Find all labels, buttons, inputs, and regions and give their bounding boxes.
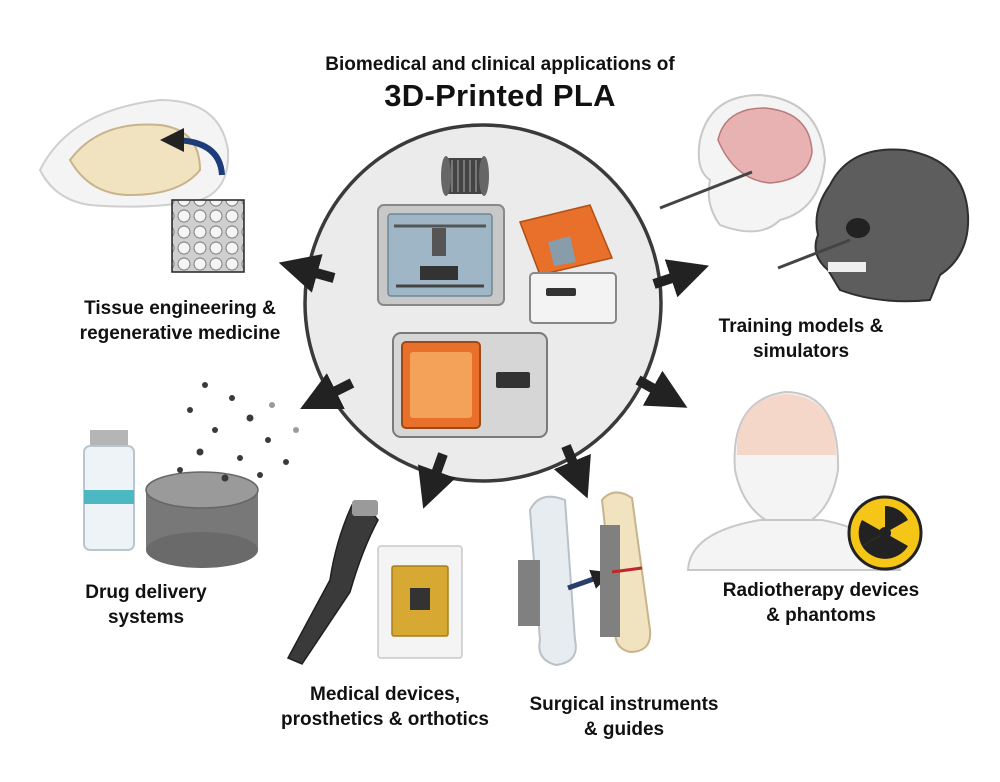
label-training-models: Training models & simulators	[696, 314, 906, 364]
title-line-2: 3D-Printed PLA	[384, 78, 616, 113]
label-line: & guides	[583, 719, 665, 740]
porous-cylinder-icon	[145, 471, 259, 568]
label-line: Training models &	[718, 316, 884, 337]
drug-particles	[177, 382, 299, 482]
label-line: Medical devices,	[310, 684, 460, 705]
vial-icon	[83, 430, 135, 551]
label-line: Drug delivery	[85, 582, 207, 603]
label-line: simulators	[752, 341, 850, 362]
endoscope-icons	[659, 170, 851, 270]
microchip-icon	[377, 545, 463, 659]
porous-scaffold-icon	[171, 199, 245, 273]
sls-printer-icon	[392, 332, 548, 438]
label-line: Radiotherapy devices	[722, 580, 920, 601]
label-line: regenerative medicine	[79, 323, 281, 344]
filament-spool-icon	[441, 156, 489, 196]
brain-head-icon	[697, 93, 827, 233]
rat-skull-icon	[38, 98, 230, 208]
prosthetic-arm-icon	[286, 500, 379, 665]
label-surgical-instruments: Surgical instruments & guides	[506, 692, 742, 742]
label-line: & phantoms	[766, 605, 876, 626]
femur-icon	[518, 495, 577, 667]
sla-printer-icon	[518, 204, 617, 324]
label-radiotherapy: Radiotherapy devices & phantoms	[688, 578, 954, 628]
radiation-symbol-icon	[847, 495, 923, 571]
label-medical-devices: Medical devices, prosthetics & orthotics	[270, 682, 500, 732]
skull-icon	[814, 148, 970, 303]
fdm-printer-icon	[377, 204, 505, 306]
label-line: Surgical instruments	[529, 694, 719, 715]
label-line: prosthetics & orthotics	[281, 709, 489, 730]
patient-head-icon	[686, 390, 902, 571]
label-line: systems	[107, 607, 185, 628]
femur-guide-icon	[600, 491, 652, 654]
arrows	[278, 254, 709, 509]
title-line-1: Biomedical and clinical applications of	[325, 54, 675, 75]
label-drug-delivery: Drug delivery systems	[58, 580, 234, 630]
label-tissue-engineering: Tissue engineering & regenerative medici…	[46, 296, 314, 346]
transfer-arrow	[567, 569, 612, 591]
label-line: Tissue engineering &	[84, 298, 276, 319]
